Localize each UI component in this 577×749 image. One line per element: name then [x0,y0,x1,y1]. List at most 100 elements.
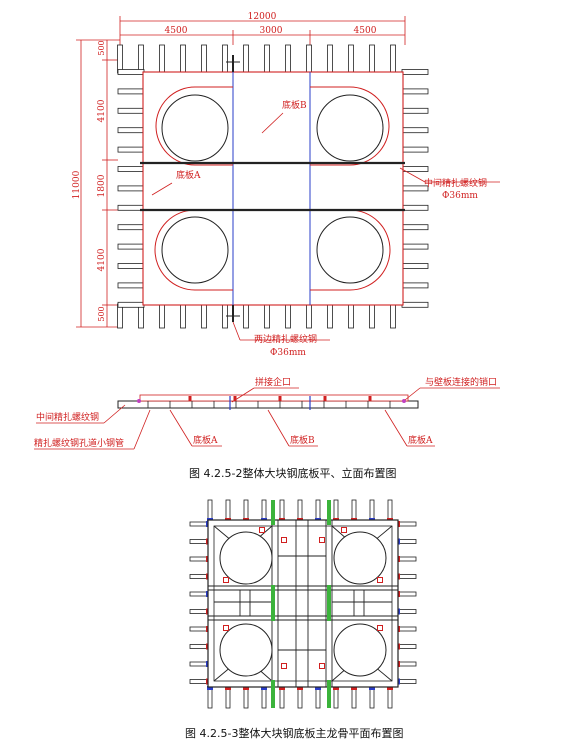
openings [154,86,391,291]
stud-top [159,44,165,74]
stud-left [117,282,145,289]
opening-circle-tl [161,94,229,162]
frame-girders [208,520,398,687]
dim-mid-span: 1800 [97,174,107,197]
stud-bottom [201,303,207,329]
stud-top [243,44,249,74]
opening-circle-br [316,216,384,284]
stud-left [117,224,145,231]
frame-opening-br [333,623,387,677]
caption-figure-2: 图 4.2.5-3整体大块钢底板主龙骨平面布置图 [185,727,404,740]
stud-left [117,107,145,114]
label-mid-rebar-dia: Φ36mm [442,191,478,201]
stud-bottom [243,303,249,329]
dim-lower-span: 4100 [97,248,107,271]
frame-plan-view [189,499,417,709]
stud-left [117,243,145,250]
opening-circle-bl [161,216,229,284]
stud-left [117,301,145,308]
stud-bottom [264,303,270,329]
stud-top [306,44,312,74]
bolt-marker [223,625,229,631]
stud-right [401,166,429,172]
frame-stud-cap [279,686,285,690]
bolt-marker [319,663,325,669]
dim-left-width: 4500 [165,26,188,36]
green-joint-bars [271,500,331,708]
dim-mid-width: 3000 [260,26,283,36]
stud-right [401,282,429,289]
label-mid-rebar: 中间精扎螺纹钢 [424,177,487,189]
label-joint: 拼接企口 [255,376,291,388]
label-pin: 与壁板连接的销口 [425,376,497,388]
left-dimensions [76,39,120,328]
label-pipe: 精扎螺纹钢孔道小钢管 [34,437,124,449]
label-plate-b: 底板B [282,99,307,111]
elevation-ribs [147,396,391,408]
stud-bottom [285,303,291,329]
elevation-cleat [278,396,282,401]
red-bolt-markers [223,527,383,669]
opening-ring-bl [154,209,233,291]
stud-left [117,69,145,75]
bolt-marker [281,663,287,669]
stud-right [401,146,429,153]
elevation-top-plate [139,394,409,402]
plan-studs [117,44,429,329]
stud-right [401,301,429,308]
stud-right [401,69,429,75]
elevation-cleat [188,396,192,401]
stud-top [201,44,207,74]
stud-bottom [180,303,186,329]
bolt-marker [281,537,287,543]
stud-top [180,44,186,74]
frame-opening-bl [219,623,273,677]
bolt-marker [341,527,347,533]
frame-opening-tr [333,531,387,585]
label-side-rebar-dia: Φ36mm [270,348,306,358]
stud-right [401,107,429,114]
frame-stud-cap [243,686,249,690]
bolt-marker [377,577,383,583]
stud-top [348,44,354,74]
dim-total-height: 11000 [72,170,82,199]
stud-bottom [348,303,354,329]
stud-left [117,146,145,153]
dim-total-width: 12000 [248,12,277,22]
frame-opening-tl [219,531,273,585]
label-plate-a-right: 底板A [408,434,433,446]
stud-right [401,263,429,269]
stud-left [117,263,145,269]
label-mid-rebar-elev: 中间精扎螺纹钢 [36,411,99,423]
stud-top [222,44,228,74]
bolt-marker [223,577,229,583]
bolt-marker [259,527,265,533]
elevation-cleat [323,396,327,401]
stud-bottom [159,303,165,329]
label-plate-a: 底板A [176,169,201,181]
stud-top [369,44,375,74]
stud-right [401,204,429,211]
stud-top [285,44,291,74]
stud-left [117,127,145,134]
elevation-view: 拼接企口 与壁板连接的销口 中间精扎螺纹钢 精扎螺纹钢孔道小钢管 底板A 底板B… [34,376,500,450]
stud-top [327,44,333,74]
top-dimensions [119,16,406,45]
bolt-marker [319,537,325,543]
stud-bottom [327,303,333,329]
plan-view: 12000 4500 3000 4500 11000 500 4100 1800… [72,12,500,358]
stud-bottom [369,303,375,329]
stud-right [401,88,429,95]
slab-outline [142,71,404,306]
opening-ring-br [310,209,391,291]
dim-top-margin: 500 [97,40,106,55]
dim-right-width: 4500 [354,26,377,36]
opening-circle-tr [316,94,384,162]
stud-bottom [306,303,312,329]
stud-left [117,166,145,172]
dim-upper-span: 4100 [97,99,107,122]
label-plate-b-elev: 底板B [290,434,315,446]
label-side-rebar: 两边精扎螺纹钢 [254,333,317,345]
frame-stud-cap [207,686,213,690]
frame-stud-cap [315,686,321,690]
